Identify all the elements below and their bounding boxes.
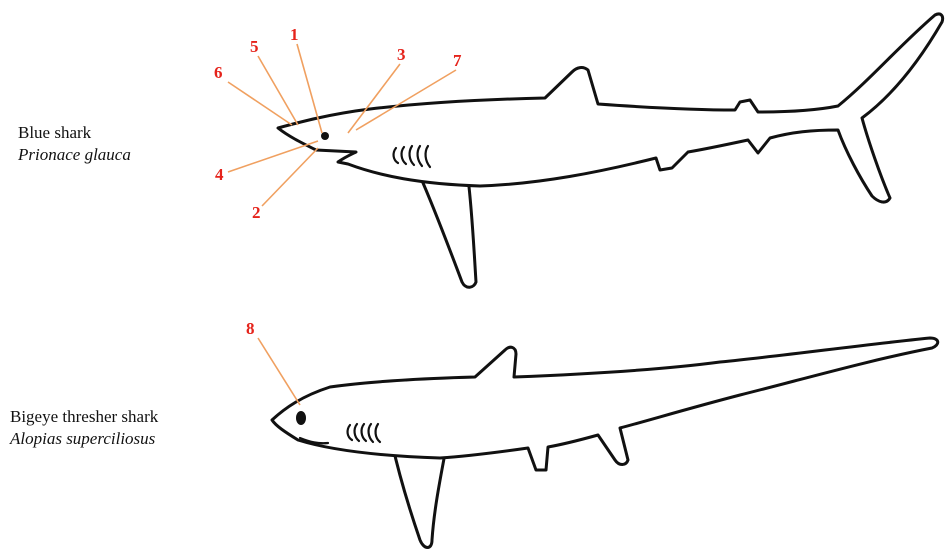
annotation-label-4: 4 [215, 165, 224, 184]
annotation-label-5: 5 [250, 37, 259, 56]
annotation-label-1: 1 [290, 25, 299, 44]
blue-shark-caption: Blue shark Prionace glauca [18, 122, 131, 166]
thresher-common-name: Bigeye thresher shark [10, 406, 158, 428]
blue-shark-common-name: Blue shark [18, 122, 131, 144]
annotation-label-8: 8 [246, 319, 255, 338]
blue-shark-drawing [278, 14, 943, 287]
annotation-label-2: 2 [252, 203, 261, 222]
annotation-label-6: 6 [214, 63, 223, 82]
leader-lines [228, 44, 456, 405]
leader-line-6 [228, 82, 292, 125]
leader-line-8 [258, 338, 300, 405]
thresher-eye [296, 411, 306, 425]
annotation-label-7: 7 [453, 51, 462, 70]
annotation-label-3: 3 [397, 45, 406, 64]
thresher-shark-drawing [272, 338, 938, 548]
thresher-caption: Bigeye thresher shark Alopias supercilio… [10, 406, 158, 450]
blue-shark-pectoral-fin [420, 176, 476, 287]
thresher-scientific-name: Alopias superciliosus [10, 428, 158, 450]
blue-shark-scientific-name: Prionace glauca [18, 144, 131, 166]
blue-shark-body [278, 14, 943, 202]
leader-line-4 [228, 141, 318, 172]
thresher-body [272, 338, 938, 470]
blue-shark-eye [321, 132, 329, 140]
